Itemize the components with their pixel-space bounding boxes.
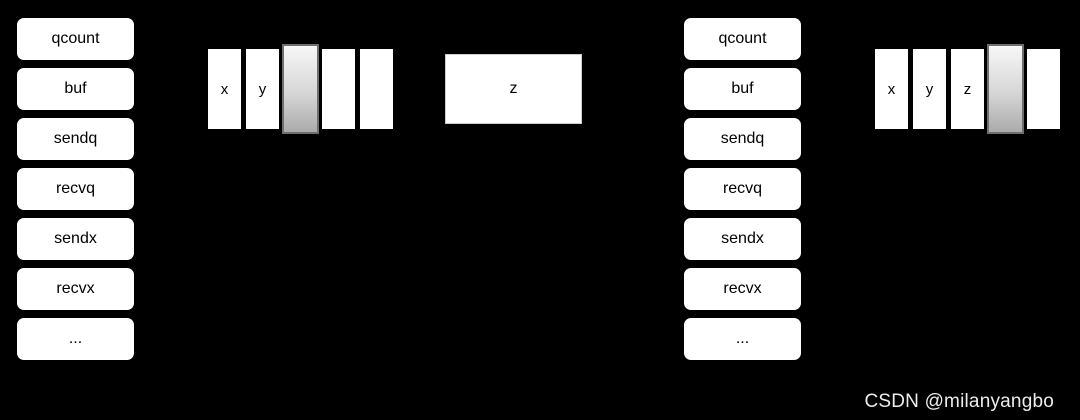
csdn-watermark: CSDN @milanyangbo: [864, 391, 1054, 412]
buffer-cell-empty-left-1: [320, 47, 357, 131]
field-qcount-right: qcount: [682, 16, 803, 62]
ring-buffer-left: x y: [206, 44, 395, 134]
buffer-cell-highlight-left: [282, 44, 319, 134]
field-sendx-right: sendx: [682, 216, 803, 262]
hchan-struct-right: qcount buf sendq recvq sendx recvx ...: [682, 16, 803, 362]
field-buf-left: buf: [15, 66, 136, 112]
field-sendq-right: sendq: [682, 116, 803, 162]
ring-buffer-right: x y z: [873, 44, 1062, 134]
field-qcount-left: qcount: [15, 16, 136, 62]
buffer-cell-empty-right: [1025, 47, 1062, 131]
field-recvx-left: recvx: [15, 266, 136, 312]
buffer-cell-x-right: x: [873, 47, 910, 131]
buffer-cell-y-right: y: [911, 47, 948, 131]
field-sendq-left: sendq: [15, 116, 136, 162]
buffer-cell-highlight-right: [987, 44, 1024, 134]
hchan-struct-left: qcount buf sendq recvq sendx recvx ...: [15, 16, 136, 362]
buffer-cell-z-right: z: [949, 47, 986, 131]
field-recvq-right: recvq: [682, 166, 803, 212]
field-ellipsis-right: ...: [682, 316, 803, 362]
element-z-box: z: [445, 54, 582, 124]
buffer-cell-y-left: y: [244, 47, 281, 131]
field-recvq-left: recvq: [15, 166, 136, 212]
field-buf-right: buf: [682, 66, 803, 112]
buffer-cell-x-left: x: [206, 47, 243, 131]
field-recvx-right: recvx: [682, 266, 803, 312]
field-sendx-left: sendx: [15, 216, 136, 262]
field-ellipsis-left: ...: [15, 316, 136, 362]
buffer-cell-empty-left-2: [358, 47, 395, 131]
